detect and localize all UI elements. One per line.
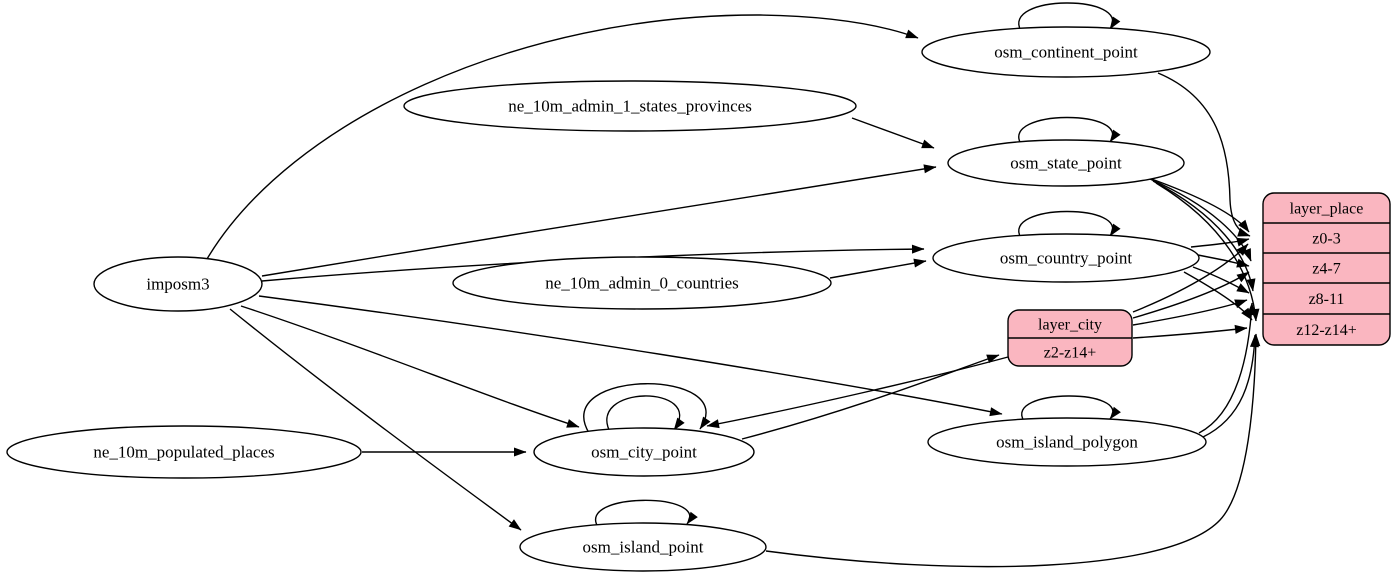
node-imposm3: imposm3 xyxy=(93,256,263,312)
node-ne-10m-populated-places: ne_10m_populated_places xyxy=(6,425,362,479)
node-osm-continent-point: osm_continent_point xyxy=(921,26,1211,78)
record-title: layer_place xyxy=(1290,200,1364,217)
node-label: osm_state_point xyxy=(1010,154,1122,173)
edge-imposm3-to-osm-city-point xyxy=(240,305,580,428)
edge-osm-country-point-to-osm-country-point xyxy=(1018,210,1121,239)
edge-layer-city-to-layer-place-z0-3 xyxy=(1132,243,1249,313)
node-osm-city-point: osm_city_point xyxy=(533,427,755,477)
node-osm-country-point: osm_country_point xyxy=(932,233,1200,283)
record-row-label: z2-z14+ xyxy=(1044,344,1097,361)
edge-osm-city-point-to-osm-city-point xyxy=(583,383,711,434)
edge-ne-10m-admin-0-countries-to-osm-country-point xyxy=(829,258,927,279)
edge-osm-island-point-to-layer-place-z12-z14plus xyxy=(765,333,1261,568)
node-shape xyxy=(403,80,857,132)
node-label: osm_island_polygon xyxy=(996,433,1138,452)
node-label: osm_city_point xyxy=(591,443,697,462)
record-row-label: z12-z14+ xyxy=(1296,322,1357,339)
edge-osm-continent-point-to-osm-continent-point xyxy=(1018,2,1121,32)
edge-osm-state-point-to-layer-place-z0-3 xyxy=(1145,176,1250,233)
edge-ne-10m-admin-1-states-provinces-to-osm-state-point xyxy=(851,117,935,149)
node-shape xyxy=(932,233,1200,283)
edge-osm-island-polygon-to-layer-place-z8-11 xyxy=(1198,302,1256,434)
node-osm-island-polygon: osm_island_polygon xyxy=(927,417,1207,467)
edge-osm-state-point-to-osm-state-point xyxy=(1018,116,1121,145)
node-label: ne_10m_admin_0_countries xyxy=(545,274,739,293)
edge-osm-island-polygon-to-osm-island-polygon xyxy=(1021,395,1121,422)
edge-imposm3-to-osm-island-point xyxy=(229,308,522,531)
edge-osm-island-polygon-to-layer-place-z12-z14plus xyxy=(1202,334,1259,438)
node-osm-state-point: osm_state_point xyxy=(947,139,1185,187)
edge-imposm3-to-osm-continent-point xyxy=(206,14,919,260)
node-shape xyxy=(921,26,1211,78)
node-shape xyxy=(6,425,362,479)
record-row-label: z4-7 xyxy=(1312,260,1340,277)
node-label: osm_island_point xyxy=(583,538,704,557)
edge-layer-city-to-osm-city-point xyxy=(706,356,1009,429)
node-shape xyxy=(927,417,1207,467)
record-layer-place: layer_place z0-3 z4-7 z8-11 z12-z14+ xyxy=(1262,192,1391,346)
edge-layer-city-to-layer-place-z4-7 xyxy=(1132,271,1250,319)
record-shape xyxy=(1262,192,1391,346)
node-shape xyxy=(519,522,767,572)
edge-layer-city-to-layer-place-z8-11 xyxy=(1132,299,1248,326)
node-shape xyxy=(533,427,755,477)
node-shape xyxy=(452,256,832,310)
node-shape xyxy=(93,256,263,312)
node-osm-island-point: osm_island_point xyxy=(519,522,767,572)
node-label: imposm3 xyxy=(146,275,209,294)
node-shape xyxy=(947,139,1185,187)
record-title: layer_city xyxy=(1038,316,1102,333)
edge-osm-island-point-to-osm-island-point xyxy=(594,499,698,528)
record-row-label: z0-3 xyxy=(1312,230,1340,247)
edge-osm-country-point-to-layer-place-z0-3 xyxy=(1190,237,1250,248)
node-label: osm_country_point xyxy=(1000,249,1132,268)
node-ne-10m-admin-0-countries: ne_10m_admin_0_countries xyxy=(452,256,832,310)
edge-osm-country-point-to-layer-place-z12-z14plus xyxy=(1183,271,1253,321)
record-row-label: z8-11 xyxy=(1309,291,1345,308)
edge-osm-city-point-to-osm-city-point xyxy=(606,395,685,435)
edge-imposm3-to-osm-state-point xyxy=(261,164,937,277)
edge-osm-state-point-to-layer-place-z8-11 xyxy=(1152,180,1256,292)
edge-imposm3-to-osm-island-polygon xyxy=(258,295,1003,417)
node-label: ne_10m_admin_1_states_provinces xyxy=(508,97,752,116)
edge-layer-city-to-layer-place-z12-z14plus xyxy=(1132,324,1248,339)
record-layer-city: layer_city z2-z14+ xyxy=(1007,309,1133,367)
node-ne-10m-admin-1-states-provinces: ne_10m_admin_1_states_provinces xyxy=(403,80,857,132)
node-label: osm_continent_point xyxy=(994,43,1138,62)
edge-osm-city-point-to-layer-city-z2-z14plus xyxy=(741,354,1000,440)
edge-osm-country-point-to-layer-place-z4-7 xyxy=(1197,254,1250,268)
edge-osm-country-point-to-layer-place-z8-11 xyxy=(1192,266,1250,294)
node-label: ne_10m_populated_places xyxy=(93,443,274,462)
